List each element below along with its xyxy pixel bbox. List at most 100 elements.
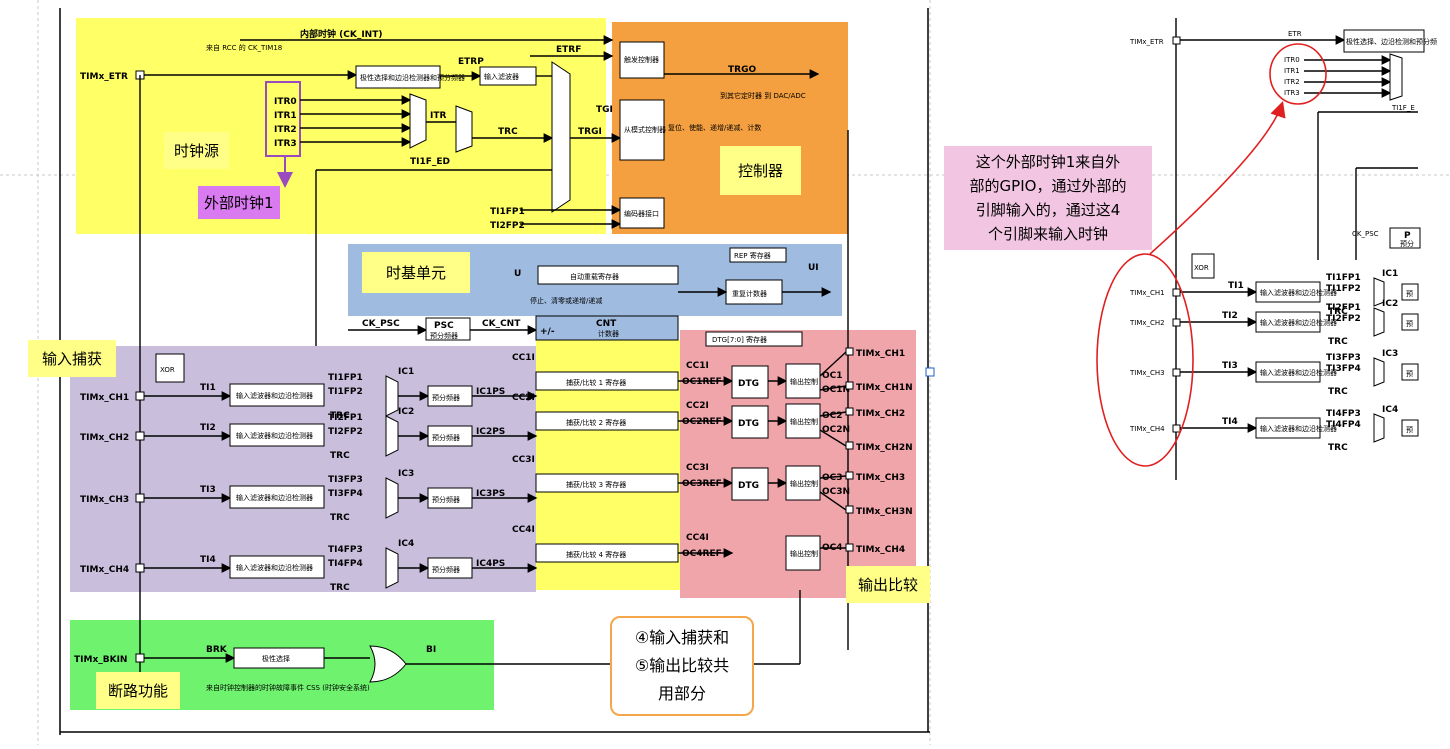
right-pin-label: TIMx_CH2 xyxy=(1129,319,1165,327)
trigger-controller xyxy=(619,41,665,79)
ocn-label: OC2N xyxy=(822,425,850,435)
output-control-text: 输出控制 xyxy=(790,479,818,488)
repetition-counter xyxy=(725,279,783,305)
ti-label: TI3 xyxy=(200,485,216,495)
callout-shared: ④输入捕获和 ⑤输出比较共 用部分 xyxy=(610,616,754,716)
svg-text:DTG[7:0] 寄存器: DTG[7:0] 寄存器 xyxy=(712,335,767,344)
fp-b-label: TI1FP2 xyxy=(328,387,363,397)
cnt-box xyxy=(535,315,679,341)
svg-text:计数器: 计数器 xyxy=(598,329,619,338)
svg-text:P: P xyxy=(1404,231,1411,241)
cc-right-label: CC3I xyxy=(686,463,709,473)
svg-text:编码器接口: 编码器接口 xyxy=(624,209,659,218)
svg-text:极性选择: 极性选择 xyxy=(262,654,290,663)
cc-register-text: 捕获/比较 3 寄存器 xyxy=(566,480,626,489)
edge-filter-box xyxy=(229,423,325,447)
out-pin-label: TIMx_CH3 xyxy=(856,473,905,483)
channel-pin-label: TIMx_CH3 xyxy=(80,495,129,505)
auto-reload-register xyxy=(537,265,679,285)
trc-label: TRC xyxy=(330,451,350,461)
right-trc: TRC xyxy=(1328,337,1348,347)
svg-text:极性选择和边沿检测器和预分频器: 极性选择和边沿检测器和预分频器 xyxy=(360,73,465,82)
fp-a-label: TI1FP1 xyxy=(328,373,363,383)
outn-pin-label: TIMx_CH3N xyxy=(856,507,913,517)
channel-pin-label: TIMx_CH1 xyxy=(80,393,129,403)
svg-text:TIMx_BKIN: TIMx_BKIN xyxy=(74,655,127,665)
svg-text:ITR0: ITR0 xyxy=(1284,56,1300,64)
fp-b-label: TI4FP4 xyxy=(328,559,363,569)
note-clock-source: 时钟源 xyxy=(164,132,230,169)
ic-label: IC2 xyxy=(398,407,414,417)
cc-register-text: 捕获/比较 1 寄存器 xyxy=(566,378,626,387)
svg-text:CK_PSC: CK_PSC xyxy=(1352,230,1379,238)
svg-text:到其它定时器 到 DAC/ADC: 到其它定时器 到 DAC/ADC xyxy=(720,91,806,100)
cc-right-label: CC4I xyxy=(686,533,709,543)
dtg-box xyxy=(731,467,769,501)
channel-pin-label: TIMx_CH4 xyxy=(80,565,129,575)
fp-a-label: TI2FP1 xyxy=(328,413,363,423)
out-pin-label: TIMx_CH2 xyxy=(856,409,905,419)
svg-text:ETRF: ETRF xyxy=(556,45,581,55)
right-ti-label: TI4 xyxy=(1222,417,1238,427)
svg-text:TRGI: TRGI xyxy=(578,127,602,137)
output-control-box xyxy=(785,465,821,501)
svg-text:XOR: XOR xyxy=(1194,264,1209,272)
svg-text:极性选择、边沿检测和预分频: 极性选择、边沿检测和预分频 xyxy=(1346,37,1437,46)
svg-text:CK_CNT: CK_CNT xyxy=(482,319,521,329)
svg-text:ITR3: ITR3 xyxy=(274,139,297,149)
svg-text:ITR1: ITR1 xyxy=(1284,67,1300,75)
ps-label: IC3PS xyxy=(476,489,505,499)
svg-text:TI1F_ED: TI1F_ED xyxy=(410,157,450,167)
itr-highlight-box xyxy=(265,81,301,157)
itr-circle xyxy=(1269,43,1327,105)
ps-label: IC1PS xyxy=(476,387,505,397)
channel-row: TIMx_CH2TI2输入滤波器和边沿检测器TI2FP1TI2FP2TRCIC2… xyxy=(80,393,913,461)
right-channel-row: TIMx_CH1TI1输入滤波器和边沿检测器TI1FP1TI1FP2TRCIC1… xyxy=(1129,269,1419,317)
dtg-text: DTG xyxy=(738,419,759,429)
slave-controller xyxy=(619,99,665,161)
ref-label: OC3REF xyxy=(682,479,722,489)
ps-label: IC4PS xyxy=(476,559,505,569)
ck-int-label: 内部时钟 (CK_INT) xyxy=(300,28,382,40)
svg-text:ITR2: ITR2 xyxy=(274,125,297,135)
fp-a-label: TI4FP3 xyxy=(328,545,363,555)
trc-label: TRC xyxy=(330,513,350,523)
oc-label: OC1 xyxy=(822,371,843,381)
svg-text:重复计数器: 重复计数器 xyxy=(732,289,767,298)
channel-row: TIMx_CH3TI3输入滤波器和边沿检测器TI3FP3TI3FP4TRCIC3… xyxy=(80,455,913,523)
right-diagram: TIMx_ETR ETR 极性选择、边沿检测和预分频 ITR0 ITR1 ITR… xyxy=(1129,18,1437,480)
right-ic-label: IC1 xyxy=(1382,269,1398,279)
psc-box xyxy=(425,317,471,341)
right-fp-b: TI1FP2 xyxy=(1326,284,1361,294)
itr-labels: ITR0 ITR1 ITR2 ITR3 xyxy=(274,97,297,149)
encoder-interface xyxy=(619,197,665,229)
right-pre-text: 预 xyxy=(1406,425,1413,434)
right-channel-row: TIMx_CH4TI4输入滤波器和边沿检测器TI4FP3TI4FP4TRCIC4… xyxy=(1129,405,1419,453)
edge-filter-text: 输入滤波器和边沿检测器 xyxy=(236,493,313,502)
cc-label: CC1I xyxy=(512,353,535,363)
oc-label: OC2 xyxy=(822,411,843,421)
ref-label: OC4REF xyxy=(682,549,722,559)
svg-text:TRC: TRC xyxy=(498,127,518,137)
cc-right-label: CC2I xyxy=(686,401,709,411)
ti-label: TI2 xyxy=(200,423,216,433)
note-timebase: 时基单元 xyxy=(362,252,471,293)
prescaler-text: 预分频器 xyxy=(432,393,460,402)
right-trc: TRC xyxy=(1328,443,1348,453)
svg-text:TIMx_ETR: TIMx_ETR xyxy=(1129,38,1164,46)
svg-text:ITR3: ITR3 xyxy=(1284,89,1300,97)
svg-text:ETRP: ETRP xyxy=(458,57,484,67)
ocn-label: OC3N xyxy=(822,487,850,497)
fp-a-label: TI3FP3 xyxy=(328,475,363,485)
prescaler-text: 预分频器 xyxy=(432,433,460,442)
right-filter-text: 输入滤波器和边沿检测器 xyxy=(1260,424,1337,433)
svg-text:REP 寄存器: REP 寄存器 xyxy=(734,251,771,260)
svg-text:TI1FP1: TI1FP1 xyxy=(490,207,525,217)
channel-row: TIMx_CH4TI4输入滤波器和边沿检测器TI4FP3TI4FP4TRCIC4… xyxy=(80,525,905,593)
ti-label: TI1 xyxy=(200,383,216,393)
right-pin-label: TIMx_CH3 xyxy=(1129,369,1165,377)
output-control-text: 输出控制 xyxy=(790,377,818,386)
right-ti-label: TI1 xyxy=(1228,281,1244,291)
